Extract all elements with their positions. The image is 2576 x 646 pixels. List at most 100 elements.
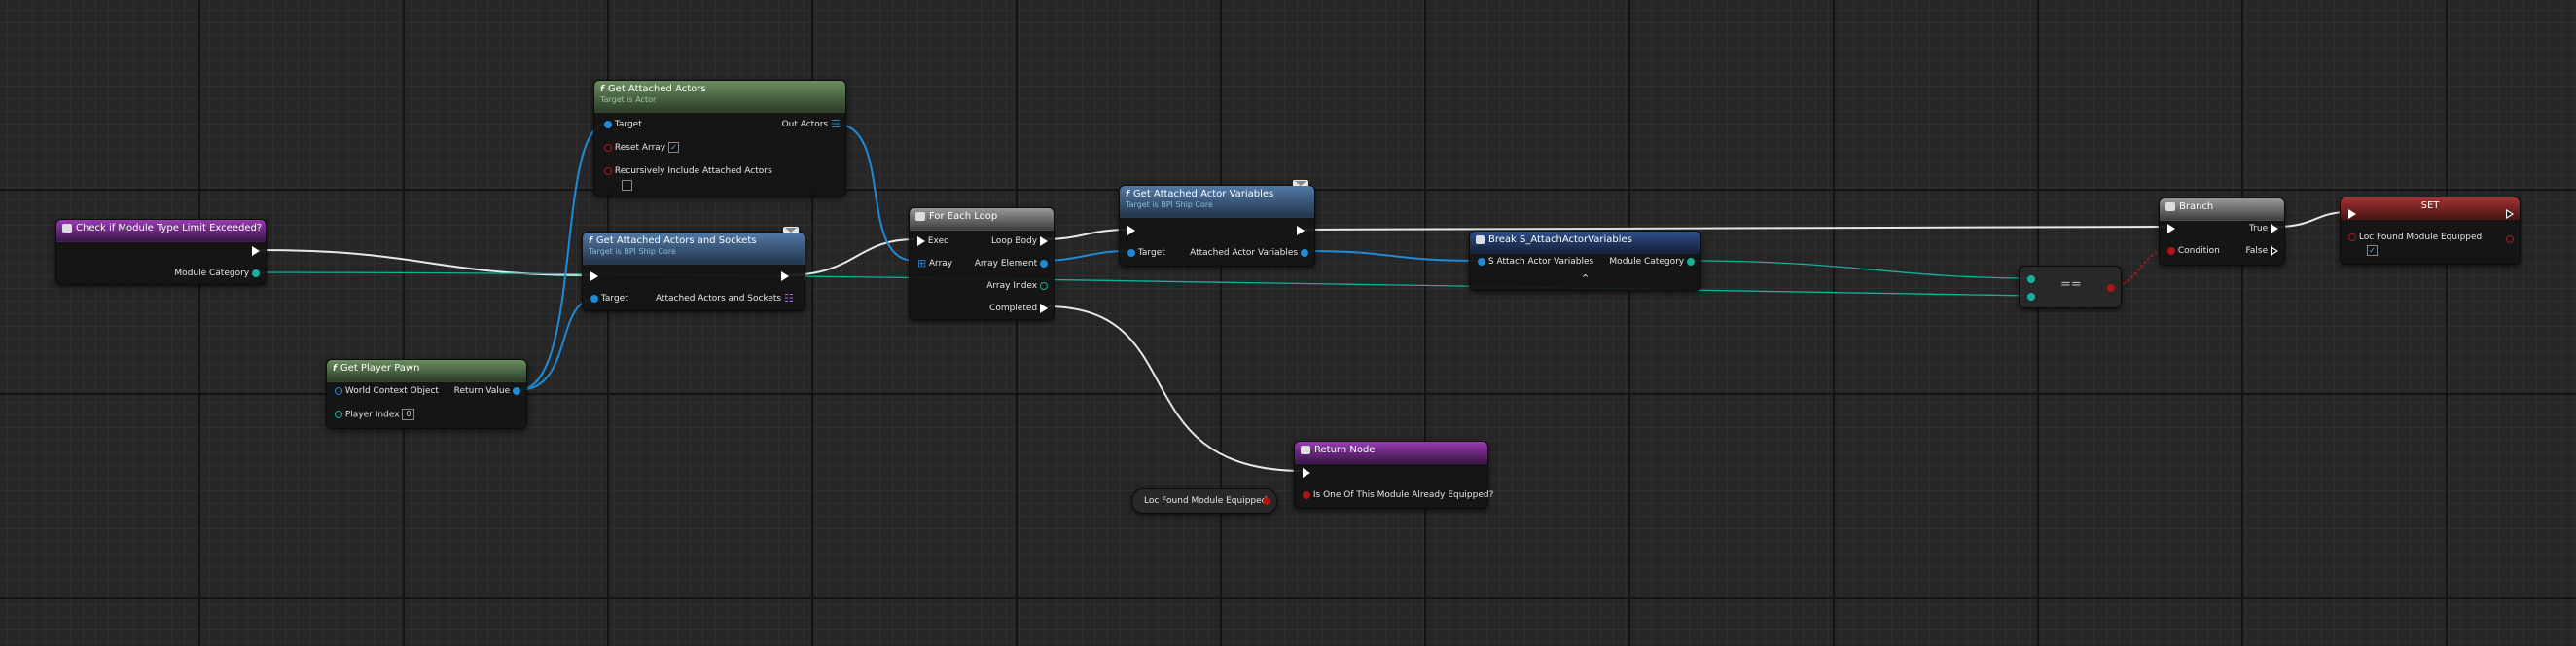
variable-out-pin[interactable] (1263, 495, 1270, 507)
exec-out-pin[interactable] (252, 245, 260, 257)
return-value-pin[interactable]: Return Value (454, 385, 520, 397)
pin-label: Target (1137, 248, 1165, 258)
attached-actor-variables-pin[interactable]: Attached Actor Variables (1190, 247, 1308, 259)
exec-in-pin[interactable] (1303, 467, 1310, 479)
loc-found-module-equipped-pin[interactable]: Loc Found Module Equipped (2348, 232, 2482, 243)
node-title: Check if Module Type Limit Exceeded? (76, 223, 263, 233)
return-node[interactable]: Return Node Is One Of This Module Alread… (1294, 441, 1493, 509)
output-pin[interactable] (2506, 233, 2514, 245)
reset-array-pin[interactable]: Reset Array ✓ (604, 142, 679, 154)
input-a-pin[interactable] (2027, 273, 2035, 285)
bool-pin-icon (604, 143, 612, 152)
false-pin[interactable]: False (2246, 245, 2278, 257)
input-b-pin[interactable] (2027, 291, 2035, 303)
exec-in-pin[interactable] (2167, 223, 2175, 234)
exec-out-pin[interactable] (1297, 225, 1305, 236)
target-pin[interactable]: Target (590, 293, 628, 305)
recursive-checkbox[interactable] (622, 180, 632, 191)
loop-body-pin[interactable]: Loop Body (991, 235, 1048, 247)
variable-label: Loc Found Module Equipped (1144, 496, 1268, 506)
exec-in-pin[interactable]: Exec (917, 235, 948, 247)
true-pin[interactable]: True (2249, 223, 2278, 234)
expand-pins-button[interactable]: ⌃ (1581, 272, 1591, 285)
exec-out-pin[interactable] (781, 270, 789, 282)
pin-label: Array (928, 259, 953, 269)
target-pin[interactable]: Target (604, 119, 642, 130)
exec-arrow-icon (1040, 235, 1048, 246)
loc-found-module-equipped-getter[interactable]: Loc Found Module Equipped (1131, 488, 1277, 514)
for-each-loop-node[interactable]: For Each Loop Exec Loop Body ⊞ Array Arr… (909, 207, 1055, 320)
pin-label: Attached Actor Variables (1190, 248, 1299, 258)
player-index-field[interactable]: 0 (402, 409, 415, 420)
function-entry-node[interactable]: Check if Module Type Limit Exceeded? Mod… (55, 219, 267, 285)
object-pin-icon (335, 386, 342, 395)
node-header[interactable]: Return Node (1295, 442, 1487, 464)
object-pin-icon (590, 294, 598, 303)
recursive-pin[interactable]: Recursively Include Attached Actors (604, 165, 772, 177)
exec-in-pin[interactable] (590, 270, 598, 282)
node-header[interactable]: SET (2341, 197, 2520, 220)
player-index-pin[interactable]: Player Index 0 (335, 409, 415, 421)
pin-label: Exec (927, 236, 949, 246)
result-pin[interactable] (2107, 282, 2115, 294)
attached-actors-and-sockets-pin[interactable]: Attached Actors and Sockets ☷ (656, 292, 794, 305)
condition-pin[interactable]: Condition (2167, 245, 2220, 257)
node-title: == (2060, 277, 2082, 292)
byte-pin-icon (1687, 257, 1695, 266)
exec-arrow-icon (917, 235, 925, 246)
break-struct-node[interactable]: Break S_AttachActorVariables S Attach Ac… (1469, 231, 1701, 291)
pin-label: Completed (989, 304, 1038, 313)
pin-label: Target (614, 120, 642, 129)
array-element-pin[interactable]: Array Element (975, 258, 1048, 269)
struct-in-pin[interactable]: S Attach Actor Variables (1478, 256, 1593, 268)
pin-label: Return Value (453, 386, 511, 396)
branch-node[interactable]: Branch True Condition False (2159, 197, 2285, 266)
module-category-pin[interactable]: Module Category (1609, 256, 1695, 268)
object-wire (834, 123, 915, 262)
node-subtitle: Target is BPI Ship Core (589, 247, 676, 256)
exec-out-pin[interactable] (2506, 208, 2514, 220)
is-one-of-module-equipped-pin[interactable]: Is One Of This Module Already Equipped? (1303, 489, 1493, 501)
node-title: SET (2420, 200, 2440, 211)
object-pin-icon (1040, 259, 1048, 268)
exec-in-pin[interactable] (1127, 225, 1135, 236)
node-subtitle: Target is BPI Ship Core (1126, 200, 1213, 209)
module-category-pin[interactable]: Module Category (174, 268, 260, 279)
reset-array-checkbox[interactable]: ✓ (668, 142, 679, 153)
exec-wire (2275, 211, 2349, 228)
target-pin[interactable]: Target (1127, 247, 1165, 259)
function-icon: f (589, 236, 592, 246)
node-header[interactable]: Break S_AttachActorVariables (1470, 232, 1700, 254)
exec-wire (1303, 226, 2166, 231)
node-title: Get Attached Actors and Sockets (595, 235, 757, 246)
world-context-pin[interactable]: World Context Object (335, 385, 439, 397)
node-header[interactable]: Check if Module Type Limit Exceeded? (56, 220, 266, 242)
equals-node[interactable]: == (2019, 266, 2122, 308)
value-checkbox[interactable]: ✓ (2367, 245, 2378, 256)
pin-label: Reset Array (614, 143, 666, 153)
node-header[interactable]: For Each Loop (910, 208, 1054, 231)
pin-label: Loc Found Module Equipped (2358, 233, 2483, 242)
map-pin-icon: ☷ (784, 292, 794, 305)
out-actors-pin[interactable]: Out Actors ☰ (782, 119, 841, 130)
completed-pin[interactable]: Completed (989, 303, 1048, 314)
pin-label: False (2245, 246, 2269, 256)
node-subtitle: Target is Actor (600, 95, 657, 104)
array-index-pin[interactable]: Array Index (986, 280, 1048, 292)
loop-icon (915, 211, 925, 221)
pin-label: Is One Of This Module Already Equipped? (1312, 490, 1494, 500)
set-variable-node[interactable]: SET Loc Found Module Equipped ✓ (2340, 197, 2521, 265)
object-pin-icon (513, 386, 520, 395)
array-pin[interactable]: ⊞ Array (917, 258, 952, 269)
node-header[interactable]: Branch (2160, 198, 2284, 221)
exec-in-pin[interactable] (2348, 208, 2356, 220)
